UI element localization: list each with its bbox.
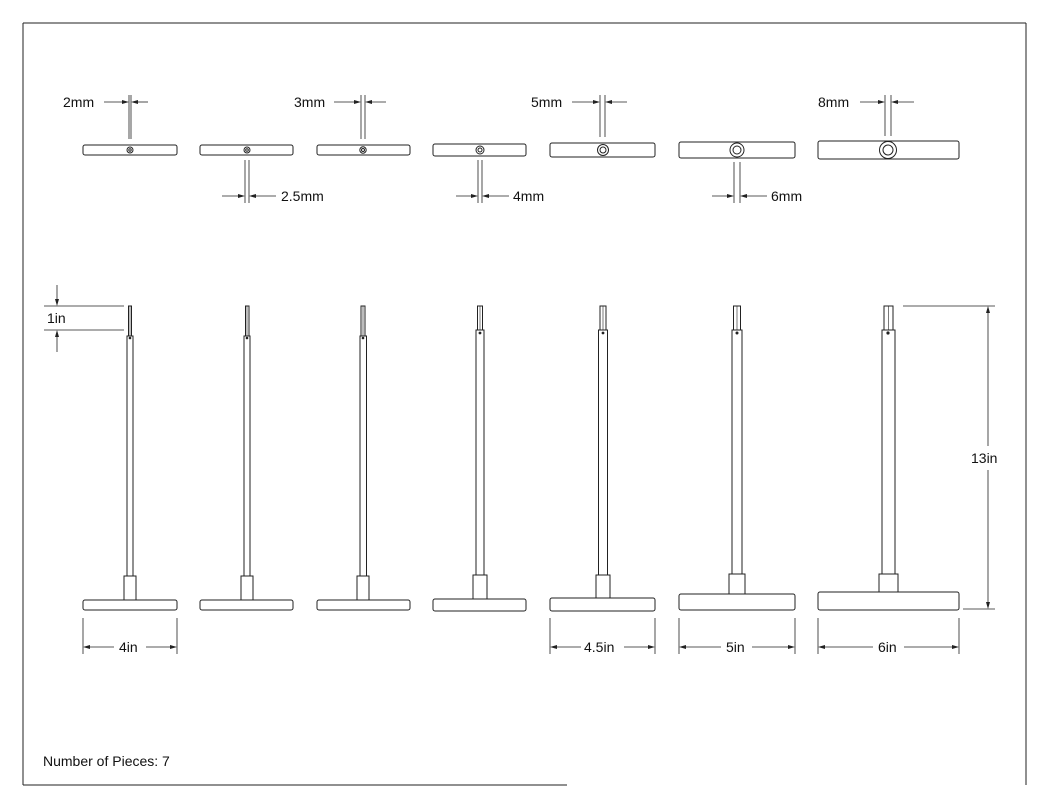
front-view <box>82 305 960 612</box>
hex-label-8mm: 8mm <box>818 94 849 110</box>
top-view-piece-8mm: 8mm <box>817 94 960 160</box>
top-view: 2mm 2.5mm 3mm <box>63 94 960 204</box>
piece-count-label: Number of Pieces: 7 <box>43 753 170 769</box>
dim-handle-5in: 5in <box>678 618 796 655</box>
hex-label-2mm: 2mm <box>63 94 94 110</box>
handle-label-4in: 4in <box>119 639 138 655</box>
top-view-piece-2mm: 2mm <box>63 94 178 156</box>
dim-handle-6in: 6in <box>817 618 960 655</box>
top-view-piece-6mm: 6mm <box>678 141 802 204</box>
t-handle-wrench-2.5mm <box>199 305 294 611</box>
dim-handle-4in: 4in <box>82 618 178 655</box>
handle-label-6in: 6in <box>878 639 897 655</box>
t-handle-wrench-6mm <box>678 305 796 611</box>
dimensions: 1in 13in 4in <box>44 285 997 655</box>
dim-tip-length: 1in <box>44 285 124 352</box>
dim-overall-length: 13in <box>903 305 997 610</box>
hex-label-5mm: 5mm <box>531 94 562 110</box>
t-handle-wrench-8mm <box>817 305 960 611</box>
overall-length-label: 13in <box>971 450 997 466</box>
sheet-frame <box>22 22 1027 786</box>
hex-label-2.5mm: 2.5mm <box>281 188 324 204</box>
hex-label-3mm: 3mm <box>294 94 325 110</box>
handle-label-4.5in: 4.5in <box>584 639 614 655</box>
hex-label-6mm: 6mm <box>771 188 802 204</box>
handle-label-5in: 5in <box>726 639 745 655</box>
top-view-piece-2.5mm: 2.5mm <box>199 144 324 204</box>
tip-length-label: 1in <box>47 310 66 326</box>
dim-handle-4.5in: 4.5in <box>549 618 656 655</box>
t-handle-wrench-3mm <box>316 305 411 611</box>
top-view-piece-5mm: 5mm <box>531 94 656 158</box>
t-handle-wrench-5mm <box>549 305 656 612</box>
top-view-piece-3mm: 3mm <box>294 94 411 156</box>
t-handle-wrench-2mm <box>82 305 178 611</box>
t-handle-wrench-4mm <box>432 305 527 612</box>
hex-label-4mm: 4mm <box>513 188 544 204</box>
top-view-piece-4mm: 4mm <box>432 143 544 204</box>
